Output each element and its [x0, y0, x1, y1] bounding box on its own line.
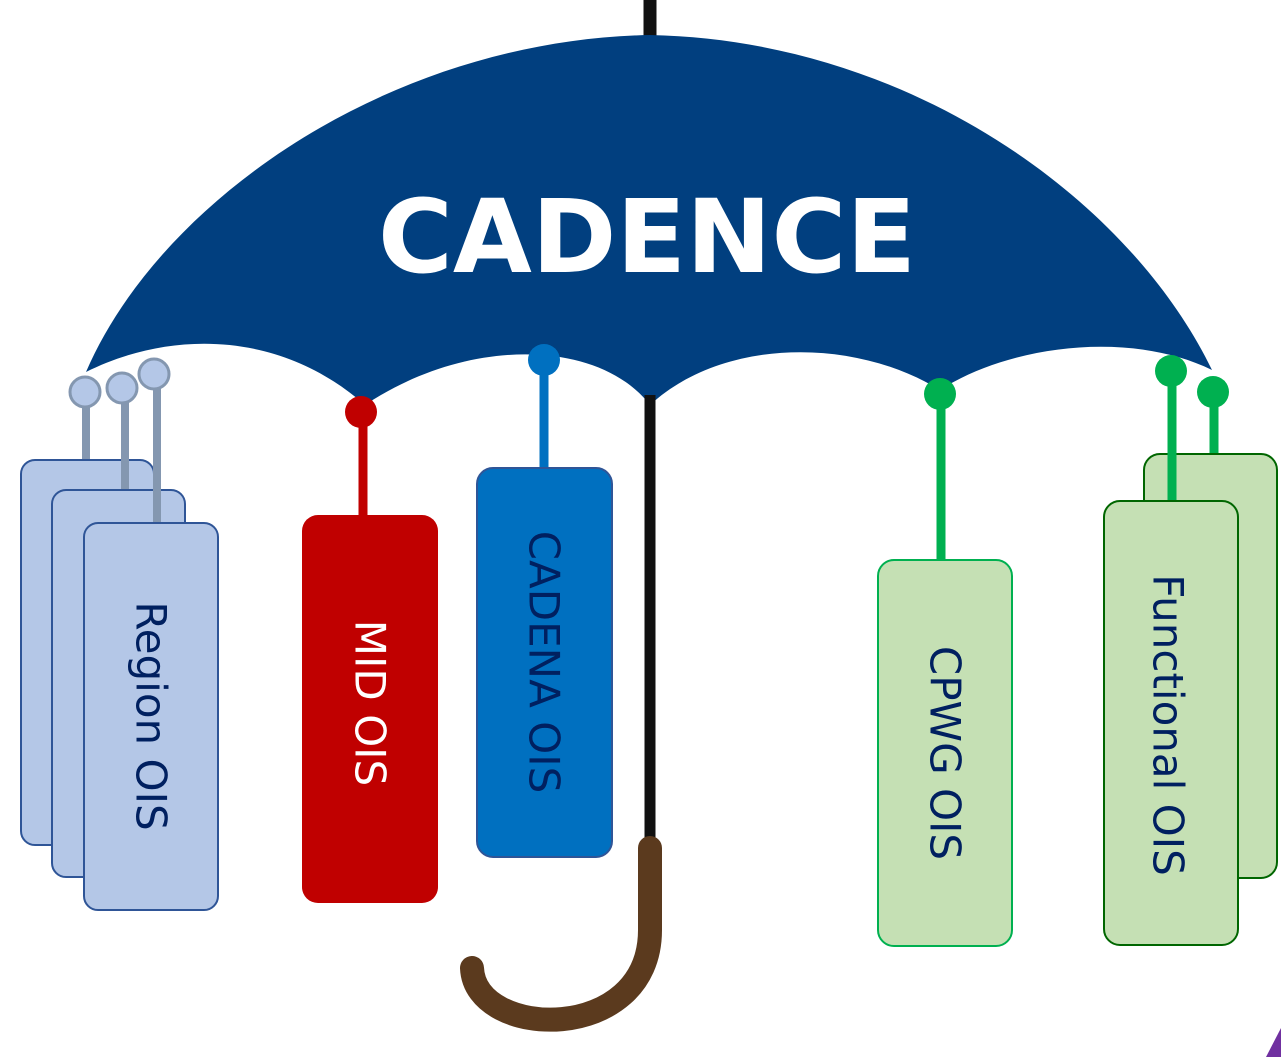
cadena-ois-pin — [528, 344, 560, 376]
region-ois-stack: Region OIS — [20, 357, 219, 911]
cpwg-ois-tag: CPWG OIS — [877, 378, 1013, 947]
region-ois-pin-2 — [105, 371, 139, 405]
region-ois-pin-3 — [137, 357, 171, 391]
mid-ois-label: MID OIS — [346, 620, 395, 786]
region-ois-tag-front — [83, 522, 219, 911]
cpwg-ois-tag-body — [877, 559, 1013, 947]
mid-ois-tag-body — [302, 515, 438, 903]
umbrella-canopy — [86, 35, 1212, 405]
cadena-ois-tag-body — [476, 467, 613, 858]
region-ois-pin-1 — [68, 375, 102, 409]
functional-ois-pin-back — [1197, 376, 1229, 408]
functional-ois-label: Functional OIS — [1144, 574, 1193, 876]
umbrella-handle — [460, 836, 662, 1032]
umbrella-title: CADENCE — [378, 178, 916, 297]
functional-ois-stack: Functional OIS — [1103, 355, 1278, 946]
mid-ois-pin — [345, 396, 377, 428]
cadena-ois-label: CADENA OIS — [520, 531, 569, 794]
functional-ois-pin-front — [1155, 355, 1187, 387]
mid-ois-tag: MID OIS — [302, 396, 438, 903]
region-ois-label: Region OIS — [127, 601, 176, 830]
cpwg-ois-pin — [924, 378, 956, 410]
functional-ois-tag-front — [1103, 500, 1239, 946]
cpwg-ois-label: CPWG OIS — [921, 646, 970, 860]
corner-mark — [1266, 1028, 1281, 1057]
cadena-ois-tag: CADENA OIS — [476, 344, 613, 858]
